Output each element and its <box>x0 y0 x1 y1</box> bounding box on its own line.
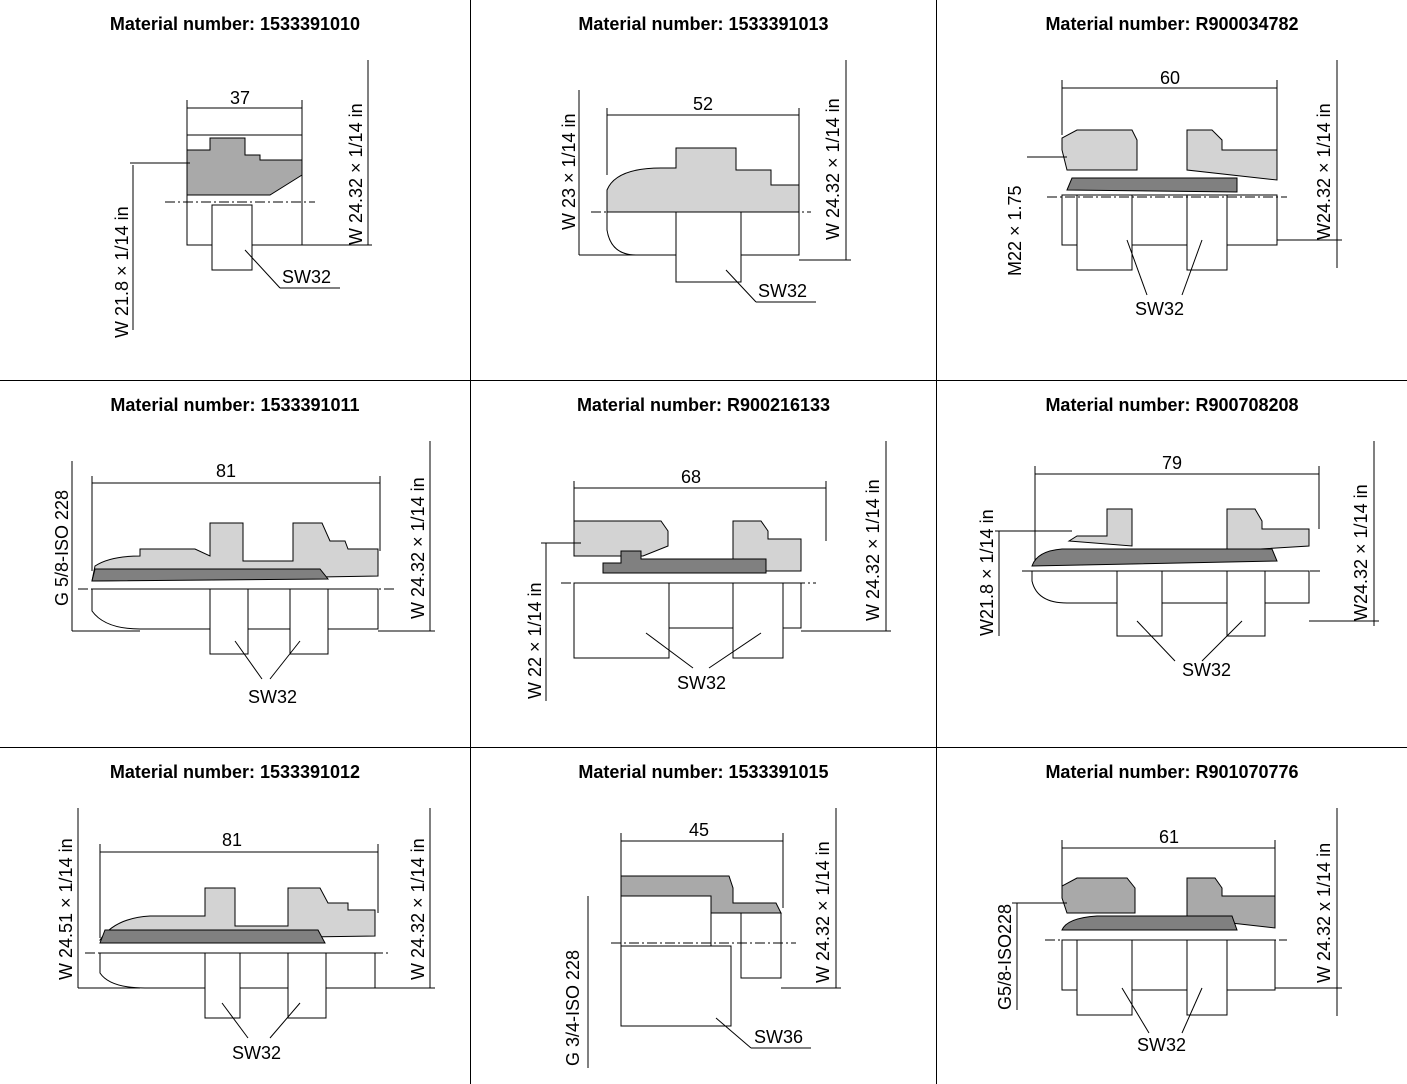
right-thread-label: W 24.32 × 1/14 in <box>408 838 428 980</box>
right-thread-label: W 24.32 × 1/14 in <box>863 479 883 621</box>
length-dimension: 81 <box>216 461 236 481</box>
left-thread-label: W21.8 × 1/14 in <box>977 509 997 636</box>
material-number: Material number: 1533391010 <box>109 14 361 34</box>
wrench-size: SW32 <box>677 673 726 693</box>
fitting-drawing: 81 SW32 G 5/8-ISO 228 W 24.32 × 1/14 in <box>52 441 435 707</box>
left-thread-label: M22 × 1.75 <box>1005 185 1025 276</box>
right-thread-label: W24.32 × 1/14 in <box>1351 484 1371 621</box>
left-thread-label: G 5/8-ISO 228 <box>52 490 72 606</box>
fitting-cell: Material number: 1533391011 81 SW32 G 5/… <box>0 381 470 747</box>
wrench-size: SW36 <box>754 1027 803 1047</box>
fitting-drawing: 68 SW32 W 22 × 1/14 in W 24.32 × 1/14 in <box>525 441 891 701</box>
wrench-size: SW32 <box>758 281 807 301</box>
left-thread-label: G5/8-ISO228 <box>995 904 1015 1010</box>
length-dimension: 61 <box>1159 827 1179 847</box>
column-divider <box>470 0 471 1084</box>
row-divider <box>0 380 1407 381</box>
fitting-cell: Material number: 1533391015 45 SW36 G 3/… <box>471 748 936 1084</box>
right-thread-label: W 24.32 × 1/14 in <box>346 103 366 245</box>
fitting-cell: Material number: R900708208 79 SW32 W21.… <box>937 381 1407 747</box>
fitting-drawing: 81 SW32 W 24.51 × 1/14 in W 24.32 × 1/14… <box>56 808 435 1063</box>
right-thread-label: W 24.32 × 1/14 in <box>813 841 833 983</box>
length-dimension: 52 <box>693 94 713 114</box>
wrench-size: SW32 <box>282 267 331 287</box>
length-dimension: 37 <box>230 88 250 108</box>
fitting-cell: Material number: R901070776 61 SW32 G5/8… <box>937 748 1407 1084</box>
material-number: Material number: 1533391012 <box>109 762 361 782</box>
row-divider <box>0 747 1407 748</box>
length-dimension: 45 <box>689 820 709 840</box>
column-divider <box>936 0 937 1084</box>
length-dimension: 81 <box>222 830 242 850</box>
fitting-drawing: 52 SW32 W 23 × 1/14 in W 24.32 × 1/14 in <box>559 60 851 303</box>
wrench-size: SW32 <box>1137 1035 1186 1055</box>
fitting-cell: Material number: R900034782 60 SW32 M22 … <box>937 0 1407 380</box>
fitting-drawing: 37 SW32 W 21.8 × 1/14 in W 24.32 × 1/14 … <box>112 60 372 338</box>
material-number: Material number: 1533391015 <box>578 762 829 782</box>
left-thread-label: W 24.51 × 1/14 in <box>56 838 76 980</box>
fitting-cell: Material number: 1533391010 37 SW32 W 21… <box>0 0 470 380</box>
material-number: Material number: 1533391013 <box>578 14 829 34</box>
material-number: Material number: 1533391011 <box>110 395 360 415</box>
material-number: Material number: R900216133 <box>576 395 831 415</box>
material-number: Material number: R901070776 <box>1045 762 1299 782</box>
length-dimension: 68 <box>681 467 701 487</box>
right-thread-label: W 24.32 × 1/14 in <box>408 477 428 619</box>
left-thread-label: W 23 × 1/14 in <box>559 113 579 230</box>
length-dimension: 60 <box>1160 68 1180 88</box>
material-number: Material number: R900034782 <box>1045 14 1299 34</box>
fitting-drawing: 79 SW32 W21.8 × 1/14 in W24.32 × 1/14 in <box>977 441 1379 680</box>
fitting-cell: Material number: 1533391013 52 SW32 W 23… <box>471 0 936 380</box>
right-thread-label: W24.32 × 1/14 in <box>1314 103 1334 240</box>
wrench-size: SW32 <box>248 687 297 707</box>
wrench-size: SW32 <box>232 1043 281 1063</box>
left-thread-label: G 3/4-ISO 228 <box>563 950 583 1066</box>
left-thread-label: W 21.8 × 1/14 in <box>112 206 132 338</box>
fitting-drawing: 45 SW36 G 3/4-ISO 228 W 24.32 × 1/14 in <box>563 808 841 1068</box>
length-dimension: 79 <box>1162 453 1182 473</box>
fitting-drawing: 60 SW32 M22 × 1.75 W24.32 × 1/14 in <box>1005 60 1342 319</box>
wrench-size: SW32 <box>1135 299 1184 319</box>
left-thread-label: W 22 × 1/14 in <box>525 582 545 699</box>
right-thread-label: W 24.32 x 1/14 in <box>1314 843 1334 983</box>
fitting-cell: Material number: 1533391012 81 SW32 W 24… <box>0 748 470 1084</box>
right-thread-label: W 24.32 × 1/14 in <box>823 98 843 240</box>
fitting-cell: Material number: R900216133 68 SW32 W 22… <box>471 381 936 747</box>
wrench-size: SW32 <box>1182 660 1231 680</box>
material-number: Material number: R900708208 <box>1045 395 1299 415</box>
fitting-drawing: 61 SW32 G5/8-ISO228 W 24.32 x 1/14 in <box>995 808 1342 1055</box>
